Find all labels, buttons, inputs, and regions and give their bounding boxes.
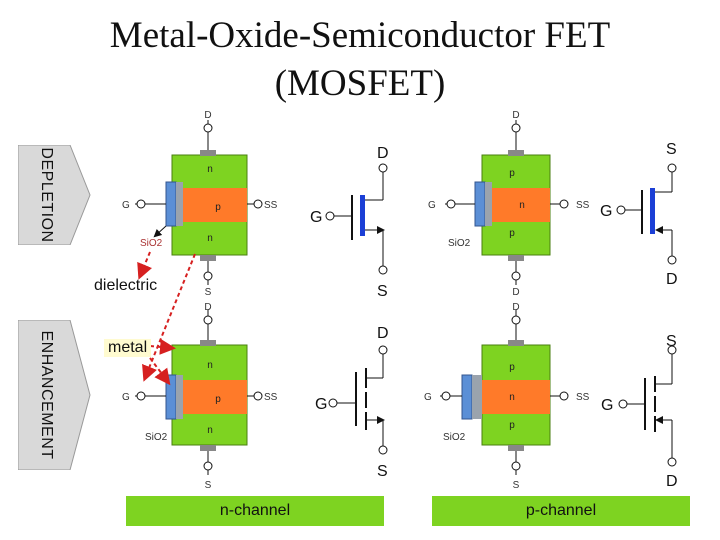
- enhancement-arrow: ENHANCEMENT: [18, 320, 92, 470]
- region-p-bottom: p: [509, 228, 515, 239]
- device-enhancement-nchannel: D S G SS SiO2 n p n: [122, 302, 278, 491]
- oxide-layer: [165, 181, 177, 227]
- label-G: G: [424, 392, 432, 403]
- sym-label-D: D: [666, 271, 678, 288]
- symbol-depletion-nchannel: D S G: [310, 145, 389, 300]
- device-depletion-nchannel: D S G SS SiO2 n p n: [122, 110, 278, 298]
- doped-core: [183, 188, 247, 222]
- region-n-top: n: [207, 164, 213, 175]
- symbol-depletion-pchannel: S D G: [600, 141, 678, 288]
- symbol-enhancement-nchannel: D S G: [315, 325, 389, 480]
- label-SS: SS: [576, 392, 590, 403]
- region-n-bottom: n: [207, 425, 213, 436]
- drain-terminal: [203, 123, 213, 133]
- label-D: D: [204, 110, 211, 121]
- region-p-top: p: [509, 362, 515, 373]
- sym-label-S: S: [377, 463, 388, 480]
- sym-label-D: D: [666, 473, 678, 490]
- label-SS: SS: [576, 200, 590, 211]
- sym-label-S: S: [377, 283, 388, 300]
- sym-label-G: G: [600, 203, 612, 220]
- label-S: S: [205, 480, 212, 491]
- label-S: S: [513, 480, 520, 491]
- dielectric-arrow-2: [142, 253, 196, 382]
- device-depletion-pchannel: D D G SS SiO2 p n p: [428, 110, 590, 298]
- region-p: p: [215, 394, 221, 405]
- label-D-bottom: D: [512, 287, 519, 298]
- sym-label-S: S: [666, 141, 677, 158]
- gate-metal: [176, 182, 183, 226]
- source-terminal: [203, 271, 213, 281]
- region-n: n: [509, 392, 515, 403]
- sym-label-G: G: [310, 209, 322, 226]
- label-SiO2: SiO2: [443, 432, 466, 443]
- region-n: n: [519, 200, 525, 211]
- drain-contact: [200, 150, 216, 156]
- region-p-bottom: p: [509, 420, 515, 431]
- label-SiO2: SiO2: [145, 432, 168, 443]
- label-SiO2: SiO2: [140, 238, 163, 249]
- label-D: D: [512, 110, 519, 121]
- region-n-bottom: n: [207, 233, 213, 244]
- sym-label-S: S: [666, 333, 677, 350]
- p-channel-label: p-channel: [432, 496, 690, 526]
- region-p: p: [215, 202, 221, 213]
- label-S: S: [205, 287, 212, 298]
- sym-label-D: D: [377, 325, 389, 342]
- dielectric-arrow-1: [137, 251, 152, 280]
- title-line-1: Metal-Oxide-Semiconductor FET: [109, 15, 611, 56]
- device-enhancement-pchannel: D S G SS SiO2 p n p: [424, 302, 590, 491]
- region-p-top: p: [509, 168, 515, 179]
- n-channel-label: n-channel: [126, 496, 384, 526]
- label-SS: SS: [264, 392, 278, 403]
- metal-arrow-1: [149, 338, 176, 355]
- symbol-enhancement-pchannel: S D G: [601, 333, 678, 490]
- substrate-terminal: [253, 199, 263, 209]
- sym-label-D: D: [377, 145, 389, 162]
- metal-label: metal: [104, 339, 152, 357]
- label-SiO2: SiO2: [448, 238, 471, 249]
- source-contact: [200, 255, 216, 261]
- depletion-arrow: DEPLETION: [18, 145, 92, 245]
- gate-terminal: [136, 199, 146, 209]
- label-D: D: [512, 302, 519, 313]
- metal-arrow-2: [149, 357, 171, 386]
- channel-bar: [360, 195, 365, 236]
- dielectric-label: dielectric: [94, 277, 158, 294]
- label-G: G: [122, 200, 130, 211]
- label-G: G: [122, 392, 130, 403]
- sym-label-G: G: [315, 396, 327, 413]
- label-SS: SS: [264, 200, 278, 211]
- label-D: D: [204, 302, 211, 313]
- region-n-top: n: [207, 360, 213, 371]
- title-line-2: (MOSFET): [274, 63, 446, 104]
- sym-label-G: G: [601, 397, 613, 414]
- label-G: G: [428, 200, 436, 211]
